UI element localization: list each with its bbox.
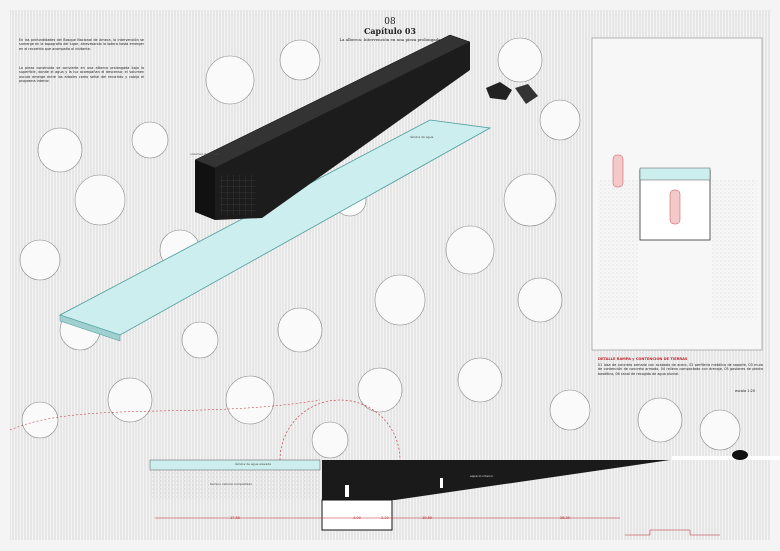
rock xyxy=(515,84,538,104)
dimension-label: 2.20 xyxy=(381,516,389,520)
chapter-number: 08 xyxy=(384,17,396,27)
detail-title: DETALLE RAMPA y CONTENCIÓN DE TIERRAS xyxy=(598,357,688,361)
dimension-label: 26.00 xyxy=(560,516,571,520)
intro-paragraph: En las profundidades del Bosque Nacional… xyxy=(19,38,144,51)
detail-text: 01 losa de concreto armado con acabado d… xyxy=(598,363,763,376)
dimension-label: 17.50 xyxy=(230,516,241,520)
scale-label: escala 1:20 xyxy=(735,389,756,393)
chapter-subtitle: La alberca: Intervención en una pieza pr… xyxy=(339,37,441,42)
section xyxy=(149,450,780,531)
pool-edge xyxy=(59,314,121,342)
dimension-label: 4.00 xyxy=(353,516,361,520)
section-pool-label: lámina de agua elevada xyxy=(235,462,272,466)
pool-label: lámina de agua xyxy=(410,135,434,139)
volume-label: volumen de acceso xyxy=(190,152,220,156)
dimension-label: 10.50 xyxy=(422,516,433,520)
rock xyxy=(486,82,512,100)
chapter-title: Capítulo 03 xyxy=(364,26,416,36)
intro-paragraph: La pieza construida se convierte en una … xyxy=(19,66,144,83)
section-interior-label: espacio interior xyxy=(470,474,494,478)
tree-canopies xyxy=(19,37,741,459)
section-fill-label: terreno natural compactado xyxy=(210,482,253,486)
dark-volume xyxy=(194,34,471,220)
